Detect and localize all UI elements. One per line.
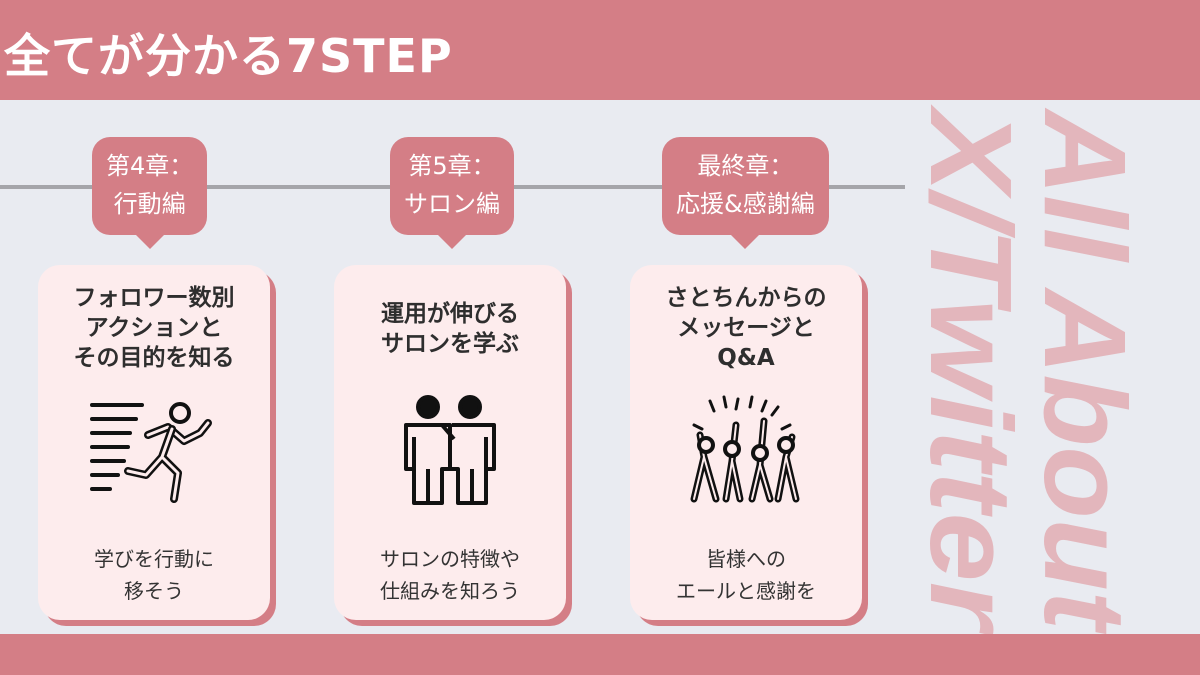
card-title-line: その目的を知る <box>73 345 235 371</box>
chapter-name: 行動編 <box>113 190 186 218</box>
watermark-line-1: All About <box>1020 107 1150 634</box>
cheering-crowd-icon <box>690 395 800 503</box>
step-card-salon: 運用が伸びる サロンを学ぶ サロンの特徴や 仕組みを知ろう <box>334 265 566 620</box>
card-caption-line: サロンの特徴や <box>380 547 520 571</box>
card-title-line: フォロワー数別 <box>73 285 235 311</box>
two-people-icon <box>404 395 496 505</box>
card-caption-line: 皆様への <box>706 547 786 571</box>
card-caption-line: エールと感謝を <box>676 579 816 603</box>
footer-band <box>0 634 1200 675</box>
step-card-action: フォロワー数別 アクションと その目的を知る 学びを行動に 移そう <box>38 265 270 620</box>
chapter-number: 第4章： <box>106 152 194 180</box>
card-title-line: サロンを学ぶ <box>381 331 519 357</box>
card-caption: サロンの特徴や 仕組みを知ろう <box>334 543 566 607</box>
card-title: さとちんからの メッセージと Q&A <box>630 283 862 373</box>
tag-pointer <box>133 233 166 249</box>
card-title-line: メッセージと <box>677 315 815 341</box>
running-person-icon <box>90 402 212 503</box>
card-caption-line: 仕組みを知ろう <box>380 579 520 603</box>
watermark-line-2: X/Twitter <box>906 104 1036 634</box>
card-caption-line: 学びを行動に <box>94 547 214 571</box>
tag-pointer <box>729 233 762 249</box>
card-caption-line: 移そう <box>124 579 184 603</box>
page-title: 全てが分かる7STEP <box>4 29 453 83</box>
step-card-thanks: さとちんからの メッセージと Q&A <box>630 265 862 620</box>
card-caption: 学びを行動に 移そう <box>38 543 270 607</box>
header-band: 全てが分かる7STEP <box>0 0 1200 100</box>
tag-pointer <box>436 233 468 249</box>
chapter-number: 最終章： <box>697 152 794 180</box>
card-title-line: さとちんからの <box>665 285 827 311</box>
chapter-number: 第5章： <box>408 152 496 180</box>
card-title: 運用が伸びる サロンを学ぶ <box>334 299 566 359</box>
side-watermark: All About X/Twitter <box>906 104 1150 634</box>
chapter-tag-5: 第5章： サロン編 <box>390 137 514 249</box>
card-title-line: アクションと <box>85 315 223 341</box>
chapter-name: サロン編 <box>404 190 500 218</box>
chapter-name: 応援&感謝編 <box>676 190 815 218</box>
card-title: フォロワー数別 アクションと その目的を知る <box>38 283 270 373</box>
chapter-tag-final: 最終章： 応援&感謝編 <box>662 137 829 249</box>
card-caption: 皆様への エールと感謝を <box>630 543 862 607</box>
card-title-line: 運用が伸びる <box>381 301 519 327</box>
card-title-line: Q&A <box>717 345 775 371</box>
chapter-tag-4: 第4章： 行動編 <box>92 137 208 249</box>
